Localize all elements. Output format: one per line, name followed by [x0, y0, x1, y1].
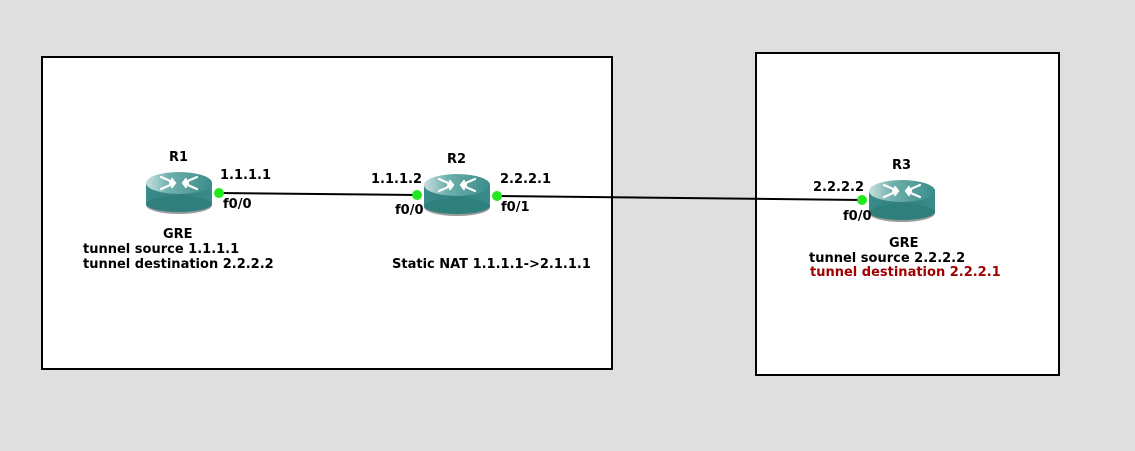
router-r3-name: R3	[892, 158, 912, 173]
router-r1-icon[interactable]	[145, 169, 213, 217]
r3-note-line1: tunnel source 2.2.2.2	[809, 251, 966, 266]
r1-note-line2: tunnel destination 2.2.2.2	[83, 257, 274, 272]
router-r2-icon[interactable]	[423, 171, 491, 219]
r1-f00-ip: 1.1.1.1	[220, 168, 271, 183]
r2-f00-port: f0/0	[395, 203, 424, 218]
r1-note-line1: tunnel source 1.1.1.1	[83, 242, 240, 257]
r3-note-title: GRE	[889, 236, 919, 251]
r3-note-line2: tunnel destination 2.2.2.1	[810, 265, 1001, 280]
router-r2-name: R2	[447, 152, 467, 167]
left-area-box	[41, 56, 613, 370]
r2-note-line1: Static NAT 1.1.1.1->2.1.1.1	[392, 257, 591, 272]
r1-f00-port: f0/0	[223, 197, 252, 212]
interface-dot-r2-f01[interactable]	[492, 191, 502, 201]
r2-f01-port: f0/1	[501, 200, 530, 215]
router-r1-name: R1	[169, 150, 189, 165]
r3-f00-ip: 2.2.2.2	[813, 180, 864, 195]
interface-dot-r3-f00[interactable]	[857, 195, 867, 205]
interface-dot-r1-f00[interactable]	[214, 188, 224, 198]
router-r3-icon[interactable]	[868, 177, 936, 225]
interface-dot-r2-f00[interactable]	[412, 190, 422, 200]
r2-f01-ip: 2.2.2.1	[500, 172, 551, 187]
link-r1-r2	[218, 192, 418, 196]
link-r2-r3	[496, 195, 863, 201]
r2-f00-ip: 1.1.1.2	[371, 172, 422, 187]
r3-f00-port: f0/0	[843, 209, 872, 224]
r1-note-title: GRE	[163, 227, 193, 242]
